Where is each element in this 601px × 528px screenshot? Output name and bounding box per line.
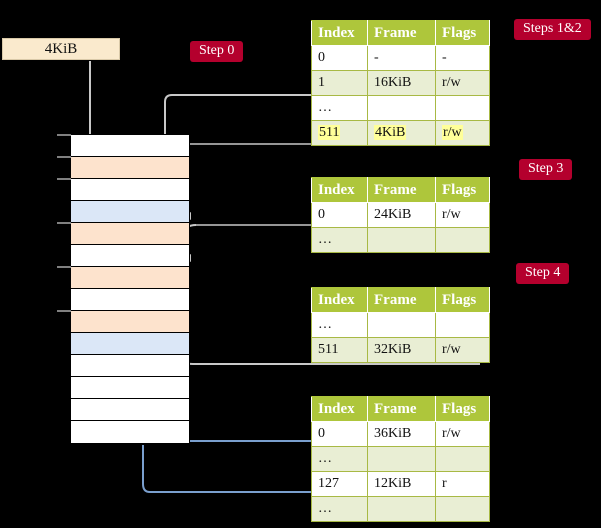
memory-frame-6	[71, 267, 189, 289]
cell-flags: r/w	[435, 202, 490, 228]
table-row: 0--	[311, 45, 490, 71]
column-header-flags: Flags	[435, 396, 490, 422]
cell-flags	[435, 227, 490, 253]
cell-flags	[435, 312, 490, 338]
memory-frame-2	[71, 179, 189, 201]
cell-index: 511	[311, 337, 368, 363]
memory-frame-5	[71, 245, 189, 267]
wire-table1-to-memory	[164, 94, 480, 154]
cell-flags: -	[435, 45, 490, 71]
column-header-index: Index	[311, 20, 368, 46]
cell-index: …	[311, 496, 368, 522]
column-header-index: Index	[311, 177, 368, 203]
wire-table4-row127-to-memory	[142, 207, 480, 493]
cell-frame: -	[367, 45, 436, 71]
memory-frame-10	[71, 355, 189, 377]
cell-index: 1	[311, 70, 368, 96]
badge-step-0: Step 0	[190, 41, 244, 62]
cell-index: 0	[311, 45, 368, 71]
cell-index: …	[311, 446, 368, 472]
badge-step-4: Step 4	[516, 263, 570, 284]
cell-frame: 12KiB	[367, 471, 436, 497]
table-row: …	[311, 446, 490, 472]
source-size-box: 4KiB	[2, 38, 120, 60]
memory-frame-7	[71, 289, 189, 311]
physical-memory-column	[70, 134, 190, 445]
highlighted-value: 4KiB	[374, 125, 407, 140]
column-header-index: Index	[311, 287, 368, 313]
cell-flags	[435, 496, 490, 522]
column-header-flags: Flags	[435, 177, 490, 203]
cell-index: 127	[311, 471, 368, 497]
cell-index: …	[311, 95, 368, 121]
table-row: …	[311, 312, 490, 338]
cell-frame	[367, 312, 436, 338]
cell-flags	[435, 446, 490, 472]
cell-frame: 32KiB	[367, 337, 436, 363]
column-header-frame: Frame	[367, 396, 436, 422]
cell-frame: 4KiB	[367, 120, 436, 146]
cell-frame	[367, 446, 436, 472]
cell-flags	[435, 95, 490, 121]
badge-steps-1-2: Steps 1&2	[514, 19, 591, 40]
cell-index: …	[311, 312, 368, 338]
cell-flags: r/w	[435, 70, 490, 96]
memory-frame-0	[71, 135, 189, 157]
memory-frame-12	[71, 399, 189, 421]
column-header-flags: Flags	[435, 287, 490, 313]
cell-index: 0	[311, 202, 368, 228]
cell-frame: 24KiB	[367, 202, 436, 228]
memory-tick-5	[57, 310, 71, 312]
memory-tick-0	[57, 134, 71, 136]
column-header-flags: Flags	[435, 20, 490, 46]
cell-index: …	[311, 227, 368, 253]
table-row: …	[311, 227, 490, 253]
column-header-frame: Frame	[367, 20, 436, 46]
memory-frame-4	[71, 223, 189, 245]
memory-frame-9	[71, 333, 189, 355]
memory-tick-2	[57, 178, 71, 180]
memory-frame-1	[71, 157, 189, 179]
cell-frame: 16KiB	[367, 70, 436, 96]
cell-flags: r/w	[435, 120, 490, 146]
cell-flags: r/w	[435, 421, 490, 447]
column-header-frame: Frame	[367, 287, 436, 313]
cell-frame	[367, 95, 436, 121]
cell-index: 511	[311, 120, 368, 146]
cell-flags: r/w	[435, 337, 490, 363]
memory-tick-3	[57, 222, 71, 224]
memory-tick-4	[57, 266, 71, 268]
cell-frame	[367, 227, 436, 253]
cell-frame	[367, 496, 436, 522]
cell-flags: r	[435, 471, 490, 497]
memory-frame-3	[71, 201, 189, 223]
table-row: 511 4KiB r/w	[311, 120, 490, 146]
highlighted-value: r/w	[442, 125, 463, 140]
table-row: …	[311, 95, 490, 121]
column-header-frame: Frame	[367, 177, 436, 203]
badge-step-3: Step 3	[519, 159, 573, 180]
memory-frame-11	[71, 377, 189, 399]
column-header-index: Index	[311, 396, 368, 422]
table-row: …	[311, 496, 490, 522]
highlighted-value: 511	[318, 125, 341, 140]
memory-frame-13	[71, 421, 189, 443]
memory-frame-8	[71, 311, 189, 333]
memory-tick-1	[57, 156, 71, 158]
cell-frame: 36KiB	[367, 421, 436, 447]
cell-index: 0	[311, 421, 368, 447]
